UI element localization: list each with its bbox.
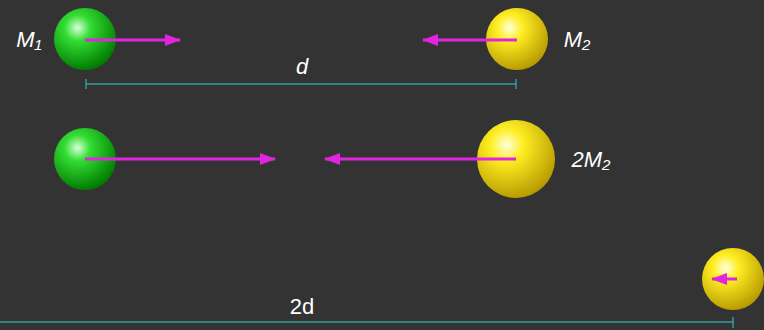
force-arrow bbox=[712, 278, 737, 281]
force-arrow bbox=[423, 39, 517, 42]
mass-label: M₂ bbox=[564, 29, 591, 51]
dimension-line bbox=[0, 322, 733, 323]
mass-label-text: M₂ bbox=[564, 27, 591, 52]
mass-label-text: 2M₂ bbox=[572, 147, 611, 172]
distance-label-text: 2d bbox=[290, 294, 314, 319]
mass-label: 2M₂ bbox=[572, 149, 611, 171]
mass-label: M₁ bbox=[16, 29, 41, 51]
distance-label: d bbox=[296, 56, 308, 78]
force-arrow bbox=[325, 158, 516, 161]
dimension-tick bbox=[86, 79, 87, 89]
distance-label: 2d bbox=[290, 296, 314, 318]
dimension-tick bbox=[516, 79, 517, 89]
mass-sphere bbox=[702, 248, 764, 310]
dimension-line bbox=[86, 84, 516, 85]
force-arrow bbox=[85, 39, 180, 42]
force-arrow bbox=[85, 158, 275, 161]
dimension-tick bbox=[733, 317, 734, 328]
distance-label-text: d bbox=[296, 54, 308, 79]
mass-label-text: M₁ bbox=[16, 27, 41, 52]
